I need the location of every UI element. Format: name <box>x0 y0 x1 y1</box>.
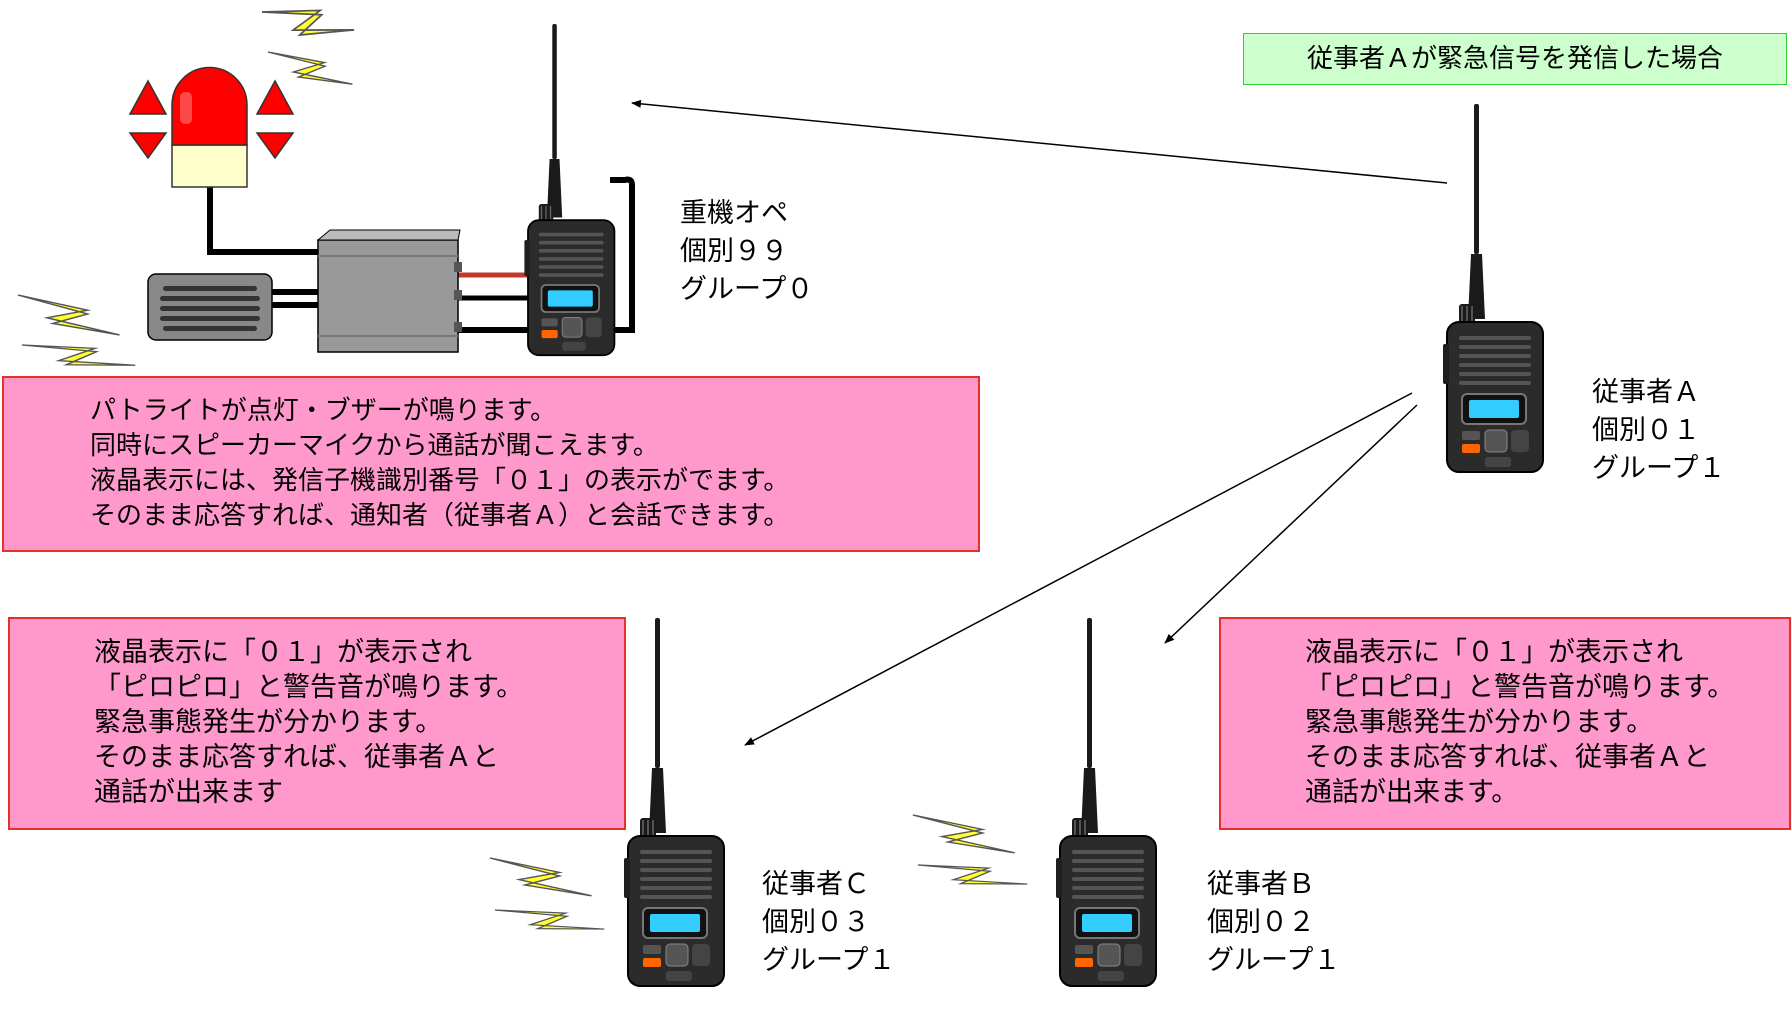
station-name: 従事者Ａ <box>1592 377 1700 408</box>
station-name: 重機オペ <box>680 198 788 229</box>
lightning-bolt-icon <box>261 0 356 59</box>
signal-arrow-to-worker-c <box>744 392 1413 746</box>
lightning-bolt-icon <box>20 329 137 381</box>
note-line: 通話が出来ます。 <box>1305 777 1519 808</box>
warning-triangle-icon <box>255 79 295 115</box>
lightning-bolt-icon <box>16 293 121 336</box>
radio-transceiver-icon <box>523 23 616 357</box>
lightning-bolt-icon <box>488 856 593 897</box>
note-line: 液晶表示に「０１」が表示され <box>94 637 472 668</box>
station-name: 従事者Ｂ <box>1207 869 1315 900</box>
station-group-id: グループ１ <box>1207 945 1341 976</box>
station-label-worker-c: 従事者Ｃ 個別０３ グループ１ <box>762 866 895 980</box>
note-line: 同時にスピーカーマイクから通話が聞こえます。 <box>90 431 659 461</box>
warning-triangle-icon <box>128 132 168 160</box>
warning-triangle-icon <box>255 132 295 160</box>
station-individual-id: 個別９９ <box>680 236 788 267</box>
note-line: 緊急事態発生が分かります。 <box>1305 707 1654 738</box>
signal-arrow-to-worker-b <box>1164 404 1418 644</box>
note-line: 「ピロピロ」と警告音が鳴ります。 <box>94 672 524 703</box>
signal-arrow-to-operator <box>631 99 1448 184</box>
note-line: そのまま応答すれば、従事者Ａと <box>1305 742 1710 773</box>
note-line: 「ピロピロ」と警告音が鳴ります。 <box>1305 672 1735 703</box>
warning-triangle-icon <box>128 79 168 115</box>
worker-c-note-box: 液晶表示に「０１」が表示され 「ピロピロ」と警告音が鳴ります。 緊急事態発生が分… <box>8 617 626 830</box>
lightning-bolt-icon <box>916 850 1029 899</box>
station-group-id: グループ０ <box>680 274 814 305</box>
radio-transceiver-icon <box>1055 617 1157 987</box>
lightning-bolt-icon <box>911 813 1016 854</box>
station-individual-id: 個別０３ <box>762 907 870 938</box>
note-line: 液晶表示には、発信子機識別番号「０１」の表示がでます。 <box>90 466 790 496</box>
radio-transceiver-icon <box>1442 103 1544 473</box>
rotating-warning-light-icon <box>128 66 295 188</box>
station-label-heavy-operator: 重機オペ 個別９９ グループ０ <box>680 195 813 309</box>
operator-note-box: パトライトが点灯・ブザーが鳴ります。 同時にスピーカーマイクから通話が聞こえます… <box>2 376 980 552</box>
station-individual-id: 個別０１ <box>1592 415 1700 446</box>
station-individual-id: 個別０２ <box>1207 907 1315 938</box>
station-name: 従事者Ｃ <box>762 869 870 900</box>
lightning-bolt-icon <box>493 895 606 944</box>
buzzer-speaker-icon <box>147 273 273 341</box>
note-line: 通話が出来ます <box>94 777 283 808</box>
note-line: パトライトが点灯・ブザーが鳴ります。 <box>90 396 557 426</box>
station-label-worker-b: 従事者Ｂ 個別０２ グループ１ <box>1207 866 1340 980</box>
note-line: そのまま応答すれば、従事者Ａと <box>94 742 499 773</box>
note-line: そのまま応答すれば、通知者（従事者Ａ）と会話できます。 <box>90 501 790 531</box>
radio-transceiver-icon <box>623 617 725 987</box>
worker-b-note-box: 液晶表示に「０１」が表示され 「ピロピロ」と警告音が鳴ります。 緊急事態発生が分… <box>1219 617 1791 830</box>
lightning-bolt-icon <box>267 45 354 91</box>
station-group-id: グループ１ <box>762 945 896 976</box>
control-box-icon <box>316 229 462 353</box>
station-group-id: グループ１ <box>1592 453 1726 484</box>
scenario-title: 従事者Ａが緊急信号を発信した場合 <box>1243 33 1787 85</box>
operator-alarm-equipment <box>16 0 635 381</box>
note-line: 緊急事態発生が分かります。 <box>94 707 443 738</box>
station-label-worker-a: 従事者Ａ 個別０１ グループ１ <box>1592 374 1725 488</box>
note-line: 液晶表示に「０１」が表示され <box>1305 637 1683 668</box>
